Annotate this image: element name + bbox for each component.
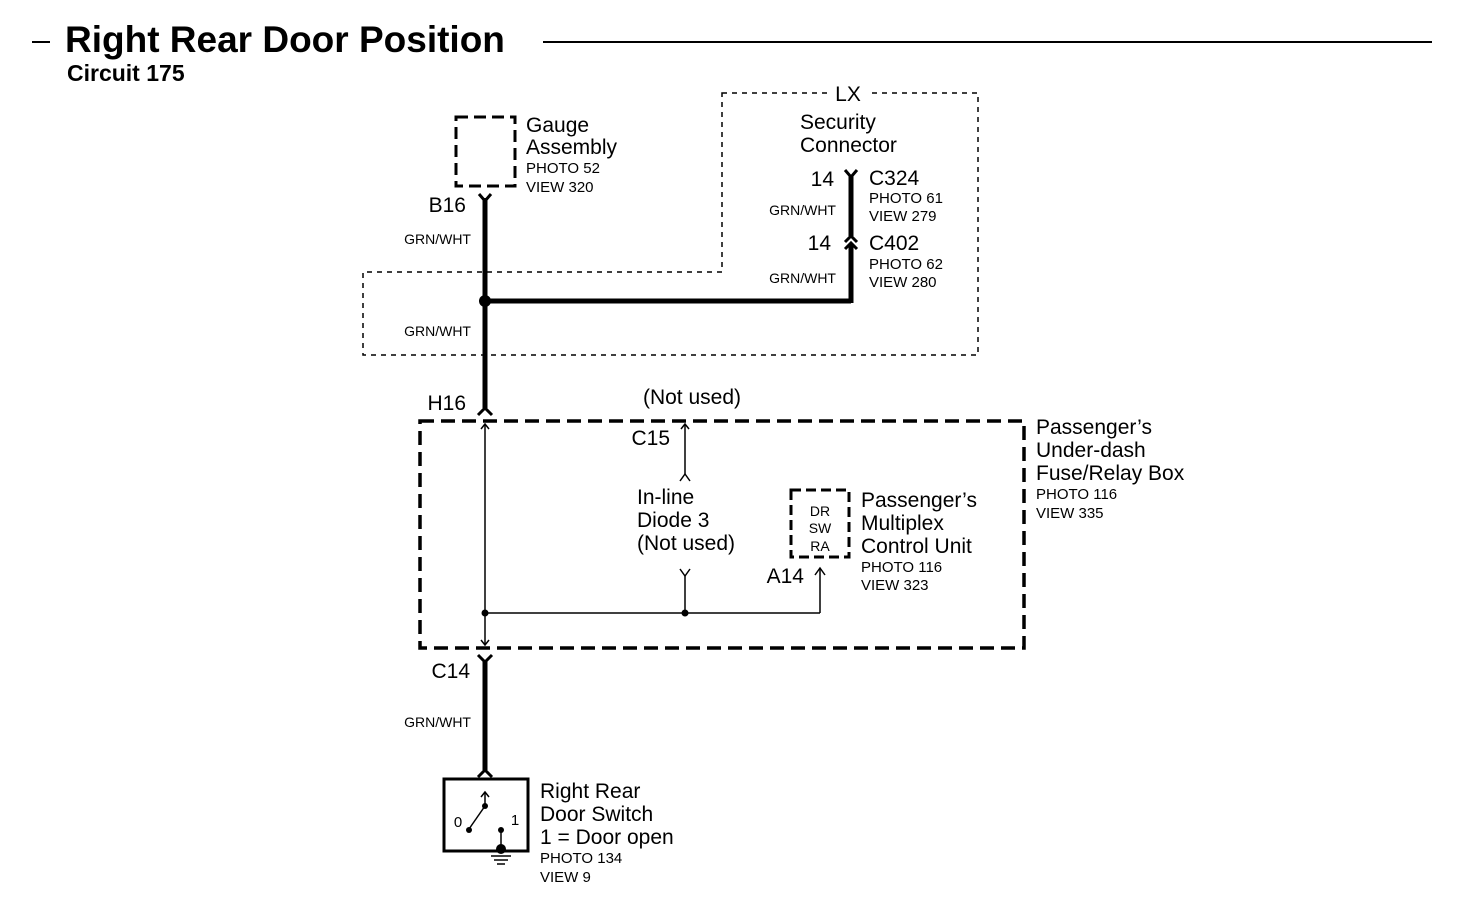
switch-position-1: 1 [511,812,519,829]
c402-terminal-bottom [843,240,859,251]
mpcu-pin-a14: A14 [767,565,805,588]
fusebox-pin-c14: C14 [431,660,470,683]
circuit-number: Circuit 175 [67,60,185,86]
fusebox-name-line3: Fuse/Relay Box [1036,462,1185,485]
c402-photo: PHOTO 62 [869,256,943,273]
fusebox-pin-h16: H16 [427,392,466,415]
diode-top-terminal [679,472,691,482]
lx-label-bg [828,84,868,104]
lx-label: LX [835,83,861,106]
mpcu-name-line3: Control Unit [861,535,972,558]
switch-name-line3: 1 = Door open [540,826,674,849]
mpcu-tag-dr: DR [810,503,830,519]
mpcu-name-line1: Passenger’s [861,489,977,512]
diode-bottom-terminal [679,568,691,578]
gauge-assembly-box [454,115,517,188]
switch-photo: PHOTO 134 [540,850,622,867]
fusebox-view: VIEW 335 [1036,505,1104,522]
gauge-photo: PHOTO 52 [526,160,600,177]
diode-line2: Diode 3 [637,509,709,532]
mpcu-box [789,488,851,559]
switch-name-line2: Door Switch [540,803,653,826]
c324-terminal [843,169,859,180]
c402-view: VIEW 280 [869,274,937,291]
c402-pin: 14 [808,232,832,255]
lx-option-region [362,92,979,356]
switch-view: VIEW 9 [540,869,591,886]
c15-not-used: (Not used) [643,386,741,409]
h16-terminal [476,405,494,417]
door-switch-box [442,777,530,853]
c14-inner-terminal [480,639,490,647]
c324-pin: 14 [811,168,835,191]
ground-icon [491,855,511,865]
mpcu-tag-sw: SW [809,520,832,536]
fuse-relay-box [418,419,1026,650]
internal-splice-middle [681,609,689,617]
c324-name: C324 [869,167,920,190]
mpcu-tag-ra: RA [810,538,830,554]
c324-view: VIEW 279 [869,208,937,225]
fusebox-pin-c15: C15 [631,427,670,450]
gauge-pin-b16: B16 [429,194,466,217]
gauge-name-line2: Assembly [526,136,618,159]
wire-color-4: GRN/WHT [769,270,836,286]
wire-color-5: GRN/WHT [404,714,471,730]
security-connector-line1: Security [800,111,876,134]
diode-line3: (Not used) [637,532,735,555]
security-connector-line2: Connector [800,134,897,157]
switch-terminal [476,767,494,779]
wire-color-2: GRN/WHT [404,323,471,339]
ground-junction [496,844,506,854]
switch-name-line1: Right Rear [540,780,640,803]
switch-position-0: 0 [454,814,462,831]
page-title: Right Rear Door Position [65,19,505,60]
mpcu-name-line2: Multiplex [861,512,944,535]
switch-blade [468,805,486,830]
c402-terminal-top [843,233,859,244]
fusebox-photo: PHOTO 116 [1036,486,1117,503]
c15-terminal [680,422,690,430]
fusebox-name-line2: Under-dash [1036,439,1146,462]
c402-name: C402 [869,232,919,255]
wire-color-3: GRN/WHT [769,202,836,218]
fusebox-name-line1: Passenger’s [1036,416,1152,439]
mpcu-view: VIEW 323 [861,577,929,594]
diode-line1: In-line [637,486,694,509]
mpcu-photo: PHOTO 116 [861,559,942,576]
internal-splice-left [481,609,489,617]
h16-inner-terminal [480,422,490,430]
switch-contact-0 [466,827,472,833]
gauge-name-line1: Gauge [526,114,589,137]
wire-color-1: GRN/WHT [404,231,471,247]
gauge-view: VIEW 320 [526,179,594,196]
a14-terminal [814,566,826,576]
c324-photo: PHOTO 61 [869,190,943,207]
